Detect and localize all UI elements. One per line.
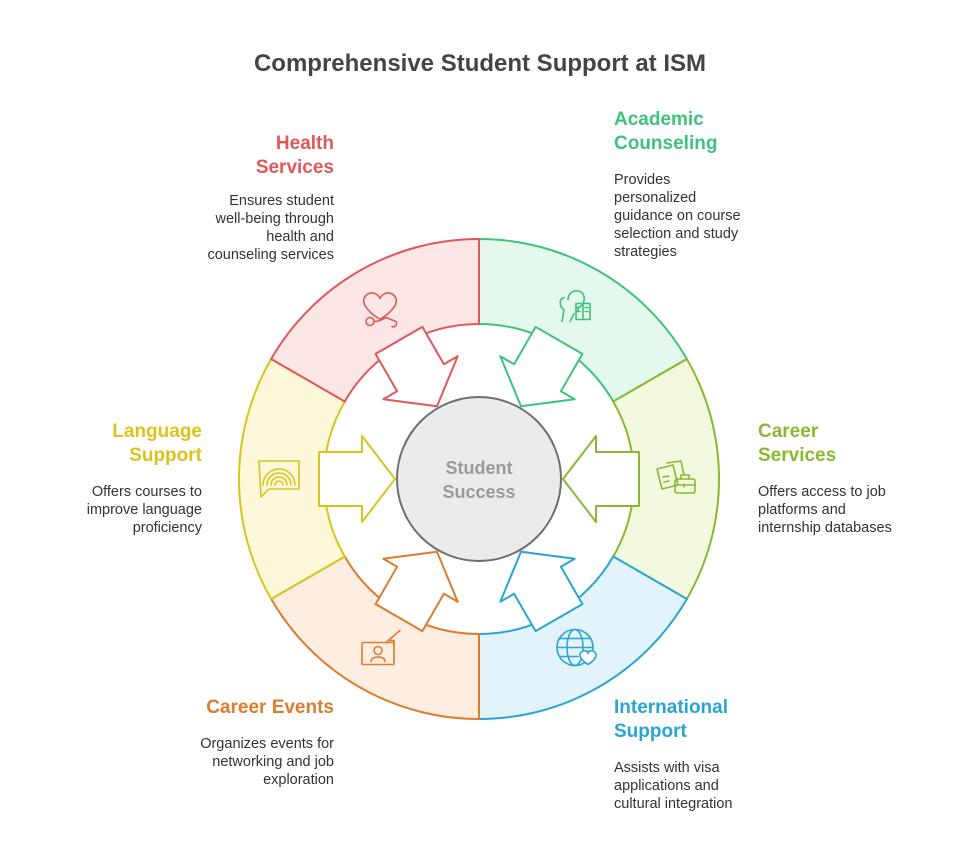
- career-services-arrow: [562, 435, 640, 523]
- speech-bubble-icon: [258, 460, 300, 498]
- career-events-arrow: [374, 550, 459, 633]
- desc-line: applications and: [614, 778, 719, 794]
- desc-line: strategies: [614, 244, 677, 260]
- academic-counseling-title: Academic Counseling: [614, 108, 717, 156]
- academic-counseling-description: Provides personalized guidance on course…: [614, 171, 741, 261]
- desc-line: improve language: [86, 502, 202, 518]
- language-support-title-line2: Support: [129, 445, 202, 466]
- international-support-title: International Support: [614, 696, 728, 744]
- desc-line: Ensures student: [229, 193, 334, 209]
- student-reading-icon: [559, 290, 591, 323]
- career-events-title: Career Events: [206, 696, 334, 720]
- career-services-description: Offers access to job platforms and inter…: [758, 483, 892, 537]
- career-services-title-line2: Services: [758, 445, 837, 466]
- desc-line: cultural integration: [614, 796, 733, 812]
- career-events-description: Organizes events for networking and job …: [200, 735, 334, 789]
- desc-line: Offers courses to: [91, 484, 202, 500]
- career-services-title-line1: Career: [758, 421, 819, 442]
- language-support-title-line1: Language: [112, 421, 202, 442]
- heart-stethoscope-icon: [362, 292, 398, 328]
- career-events-title-line1: Career Events: [206, 697, 334, 718]
- health-services-title: Health Services: [256, 132, 334, 180]
- academic-counseling-title-line1: Academic: [614, 109, 704, 130]
- desc-line: Provides: [614, 172, 671, 188]
- desc-line: Organizes events for: [200, 736, 334, 752]
- career-services-title: Career Services: [758, 420, 836, 468]
- briefcase-documents-icon: [656, 460, 696, 494]
- international-support-title-line2: Support: [614, 721, 687, 742]
- academic-arrow: [499, 325, 584, 408]
- desc-line: Offers access to job: [758, 484, 886, 500]
- globe-heart-icon: [556, 628, 597, 667]
- international-arrow: [499, 550, 584, 633]
- center-hub: [396, 396, 562, 562]
- desc-line: internship databases: [758, 520, 892, 536]
- desc-line: guidance on course: [614, 208, 741, 224]
- desc-line: counseling services: [207, 247, 334, 263]
- desc-line: health and: [266, 229, 334, 245]
- presentation-badge-icon: [361, 629, 401, 666]
- language-support-title: Language Support: [112, 420, 202, 468]
- desc-line: well-being through: [215, 211, 335, 227]
- desc-line: networking and job: [212, 754, 334, 770]
- center-label-line1: Student: [446, 458, 513, 478]
- desc-line: Assists with visa: [614, 760, 720, 776]
- desc-line: proficiency: [132, 520, 202, 536]
- center-label-line2: Success: [442, 482, 515, 502]
- health-sector: [269, 237, 480, 403]
- health-services-title-line1: Health: [275, 133, 334, 154]
- health-services-description: Ensures student well-being through healt…: [207, 192, 334, 264]
- language-support-description: Offers courses to improve language profi…: [87, 483, 202, 537]
- academic-counseling-title-line2: Counseling: [614, 133, 718, 154]
- desc-line: exploration: [263, 772, 334, 788]
- desc-line: personalized: [614, 190, 697, 206]
- desc-line: selection and study: [614, 226, 739, 242]
- health-arrow: [374, 325, 459, 408]
- desc-line: platforms and: [758, 502, 846, 518]
- page-title: Comprehensive Student Support at ISM: [253, 50, 707, 77]
- international-support-title-line1: International: [614, 697, 729, 718]
- language-arrow: [318, 435, 396, 523]
- international-support-description: Assists with visa applications and cultu…: [614, 759, 733, 813]
- health-services-title-line2: Services: [255, 157, 334, 178]
